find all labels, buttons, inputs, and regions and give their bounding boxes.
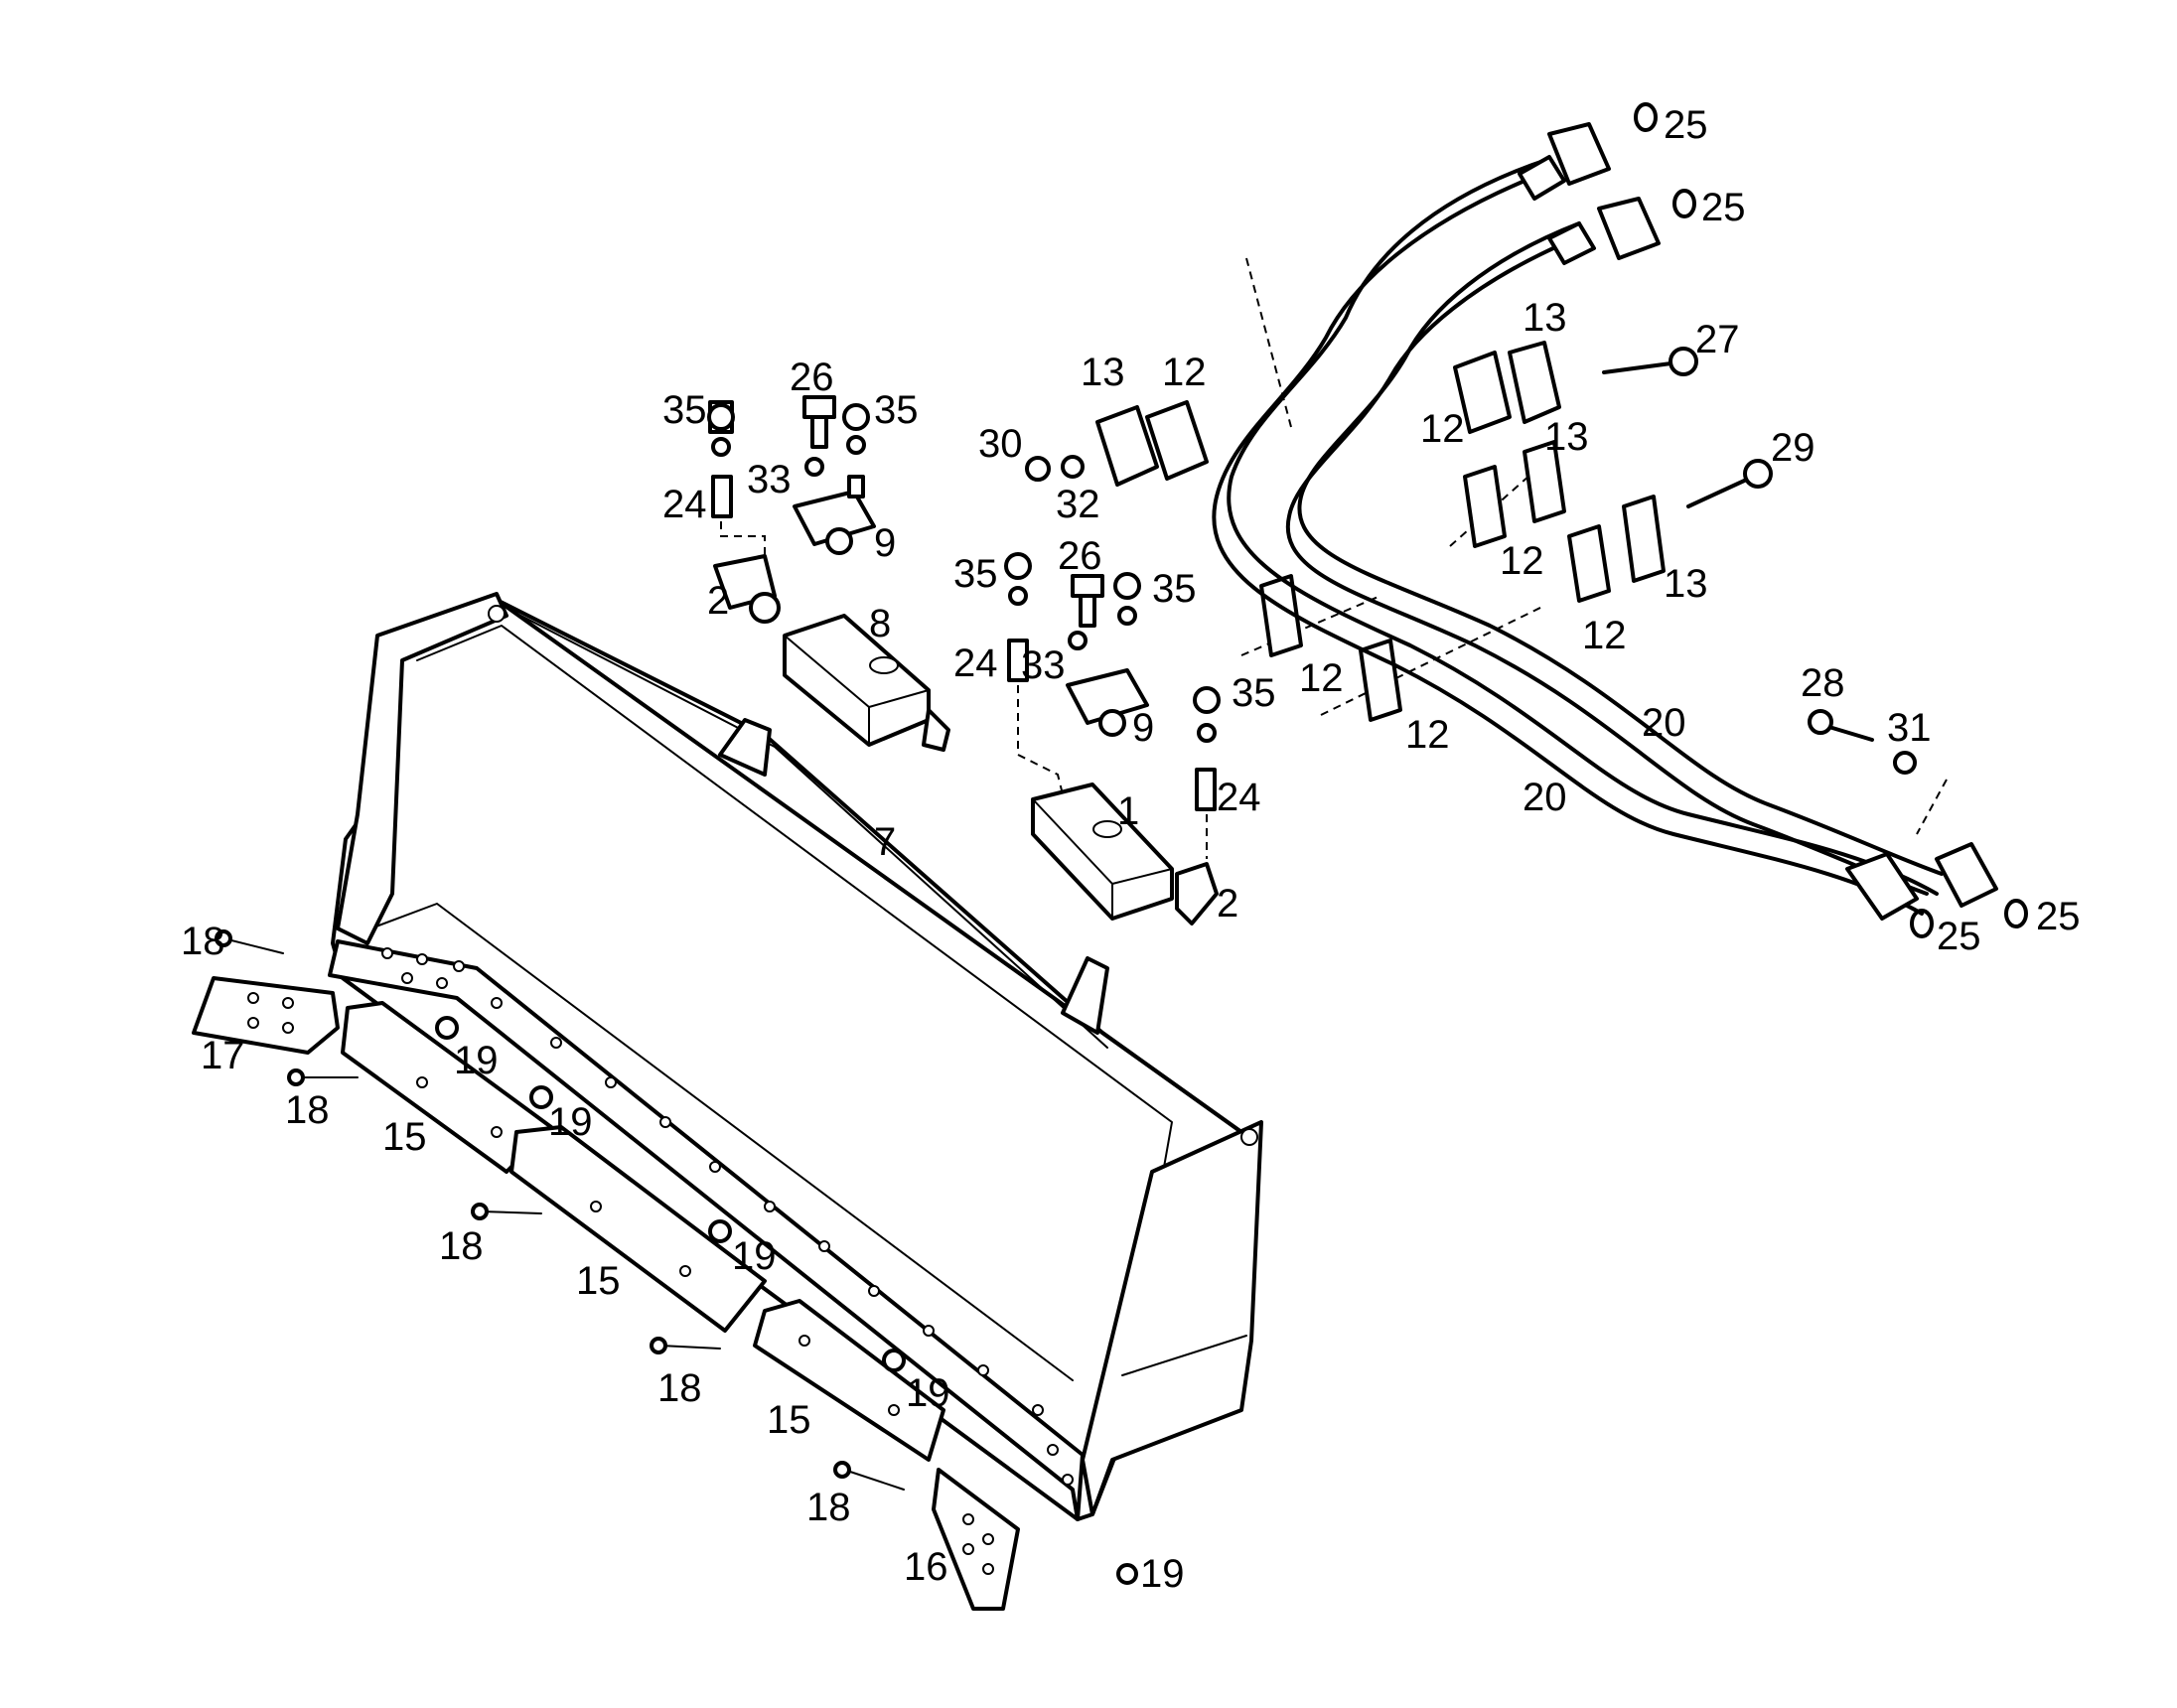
callout-35: 35 xyxy=(662,388,707,432)
callout-33: 33 xyxy=(747,458,792,501)
mount-block-8 xyxy=(783,614,950,752)
leader-lines xyxy=(720,257,1948,859)
callout-1: 1 xyxy=(1117,789,1140,833)
callout-29: 29 xyxy=(1771,426,1815,470)
callout-19: 19 xyxy=(548,1100,593,1144)
callout-13: 13 xyxy=(1523,296,1567,340)
edge-holes xyxy=(381,947,1074,1486)
callout-24: 24 xyxy=(1217,776,1261,819)
callout-25: 25 xyxy=(1937,915,1981,958)
bolts-18 xyxy=(215,929,905,1491)
mount-block-1 xyxy=(1031,783,1174,921)
callout-7: 7 xyxy=(874,820,897,864)
callout-35: 35 xyxy=(953,552,998,596)
callout-18: 18 xyxy=(439,1224,484,1268)
callout-17: 17 xyxy=(201,1034,245,1077)
callout-12: 12 xyxy=(1405,713,1450,757)
callout-18: 18 xyxy=(181,920,225,963)
corner-plate-16 xyxy=(932,1468,1020,1611)
callout-12: 12 xyxy=(1500,539,1544,583)
callout-27: 27 xyxy=(1695,318,1740,361)
callout-19: 19 xyxy=(454,1039,499,1082)
callout-25: 25 xyxy=(1701,186,1746,229)
callout-26: 26 xyxy=(1058,534,1102,578)
callout-18: 18 xyxy=(806,1486,851,1529)
callout-19: 19 xyxy=(1140,1552,1185,1596)
callout-33: 33 xyxy=(1021,643,1066,687)
o-rings-25 xyxy=(1634,102,2028,938)
callout-9: 9 xyxy=(1132,706,1155,750)
callout-24: 24 xyxy=(662,483,707,526)
mount-parts-2 xyxy=(713,554,1219,925)
callout-12: 12 xyxy=(1299,656,1344,700)
callout-2: 2 xyxy=(1217,882,1239,925)
wear-strips xyxy=(341,1001,945,1462)
callout-20: 20 xyxy=(1642,701,1686,745)
corner-plate-17 xyxy=(192,976,340,1055)
callout-30: 30 xyxy=(978,422,1023,466)
callout-13: 13 xyxy=(1544,415,1589,459)
fittings-upper xyxy=(707,395,876,555)
callout-20: 20 xyxy=(1523,776,1567,819)
clamp-blocks xyxy=(1095,341,1666,722)
bucket-body xyxy=(328,592,1263,1521)
nuts-19 xyxy=(435,1016,1138,1585)
callout-9: 9 xyxy=(874,521,897,565)
callout-19: 19 xyxy=(906,1371,950,1415)
callout-2: 2 xyxy=(707,579,730,623)
callout-15: 15 xyxy=(382,1115,427,1159)
callout-31: 31 xyxy=(1887,706,1932,750)
callout-16: 16 xyxy=(904,1545,948,1589)
callout-12: 12 xyxy=(1582,614,1627,657)
callout-8: 8 xyxy=(869,602,892,645)
callout-32: 32 xyxy=(1056,483,1100,526)
callout-25: 25 xyxy=(1664,103,1708,147)
callout-13: 13 xyxy=(1081,351,1125,394)
callout-18: 18 xyxy=(657,1366,702,1410)
callout-12: 12 xyxy=(1162,351,1207,394)
callout-25: 25 xyxy=(2036,895,2081,938)
callout-13: 13 xyxy=(1664,562,1708,606)
callout-35: 35 xyxy=(1152,567,1197,611)
callout-35: 35 xyxy=(1232,671,1276,715)
callout-28: 28 xyxy=(1801,661,1845,705)
callout-26: 26 xyxy=(790,356,834,399)
fittings-lower xyxy=(1004,552,1221,811)
hoses xyxy=(1212,122,1998,921)
callout-15: 15 xyxy=(576,1259,621,1303)
callout-18: 18 xyxy=(285,1088,330,1132)
bolts-clamps xyxy=(1025,347,1917,775)
callout-35: 35 xyxy=(874,388,919,432)
callout-24: 24 xyxy=(953,641,998,685)
callout-12: 12 xyxy=(1420,407,1465,451)
callout-15: 15 xyxy=(767,1398,811,1442)
callout-19: 19 xyxy=(732,1234,777,1278)
